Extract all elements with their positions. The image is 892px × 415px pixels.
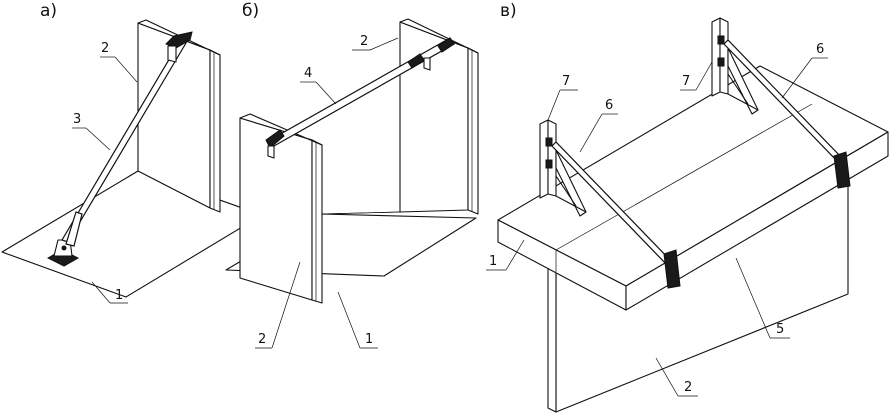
callout-c-6-right: 6: [816, 42, 824, 57]
callout-b-1: 1: [365, 332, 373, 347]
callout-c-1: 1: [489, 254, 497, 269]
callout-b-2-top: 2: [360, 34, 368, 49]
panel-c: в): [486, 1, 889, 413]
panel-label-b: б): [242, 1, 259, 21]
callout-b-2-bottom: 2: [258, 332, 266, 347]
floor-slab-c: [497, 65, 889, 311]
front-wall-edge: [311, 139, 323, 304]
tie-rod: [265, 37, 455, 159]
callout-c-2: 2: [684, 380, 692, 395]
callout-a-3: 3: [73, 112, 81, 127]
callout-c-6-left: 6: [605, 98, 613, 113]
wall-panel-c-edge: [547, 265, 557, 413]
inclined-strut: [61, 40, 187, 247]
back-wall-edge: [467, 47, 479, 215]
callout-a-1: 1: [115, 288, 123, 303]
callout-b-4: 4: [304, 66, 312, 81]
bracket-left: [539, 119, 587, 217]
back-wall-top: [399, 18, 479, 54]
callout-c-5: 5: [776, 322, 784, 337]
slab-side: [625, 131, 889, 311]
top-clamp-a: [165, 31, 193, 63]
panel-a: а) 2 3: [1, 1, 263, 304]
back-wall-panel-b: [321, 18, 479, 215]
callout-a-2: 2: [101, 41, 109, 56]
panel-label-a: а): [40, 1, 57, 21]
floor-slab-a: [1, 170, 263, 298]
callout-c-7-right: 7: [682, 74, 690, 89]
wall-panel-a-edge: [209, 49, 221, 213]
cable-right: [723, 39, 851, 189]
panel-label-c: в): [500, 1, 517, 21]
cable-left: [551, 141, 681, 289]
callout-c-7-left: 7: [562, 74, 570, 89]
bracket-right: [711, 17, 759, 115]
panel-b: б) 2: [225, 1, 479, 349]
